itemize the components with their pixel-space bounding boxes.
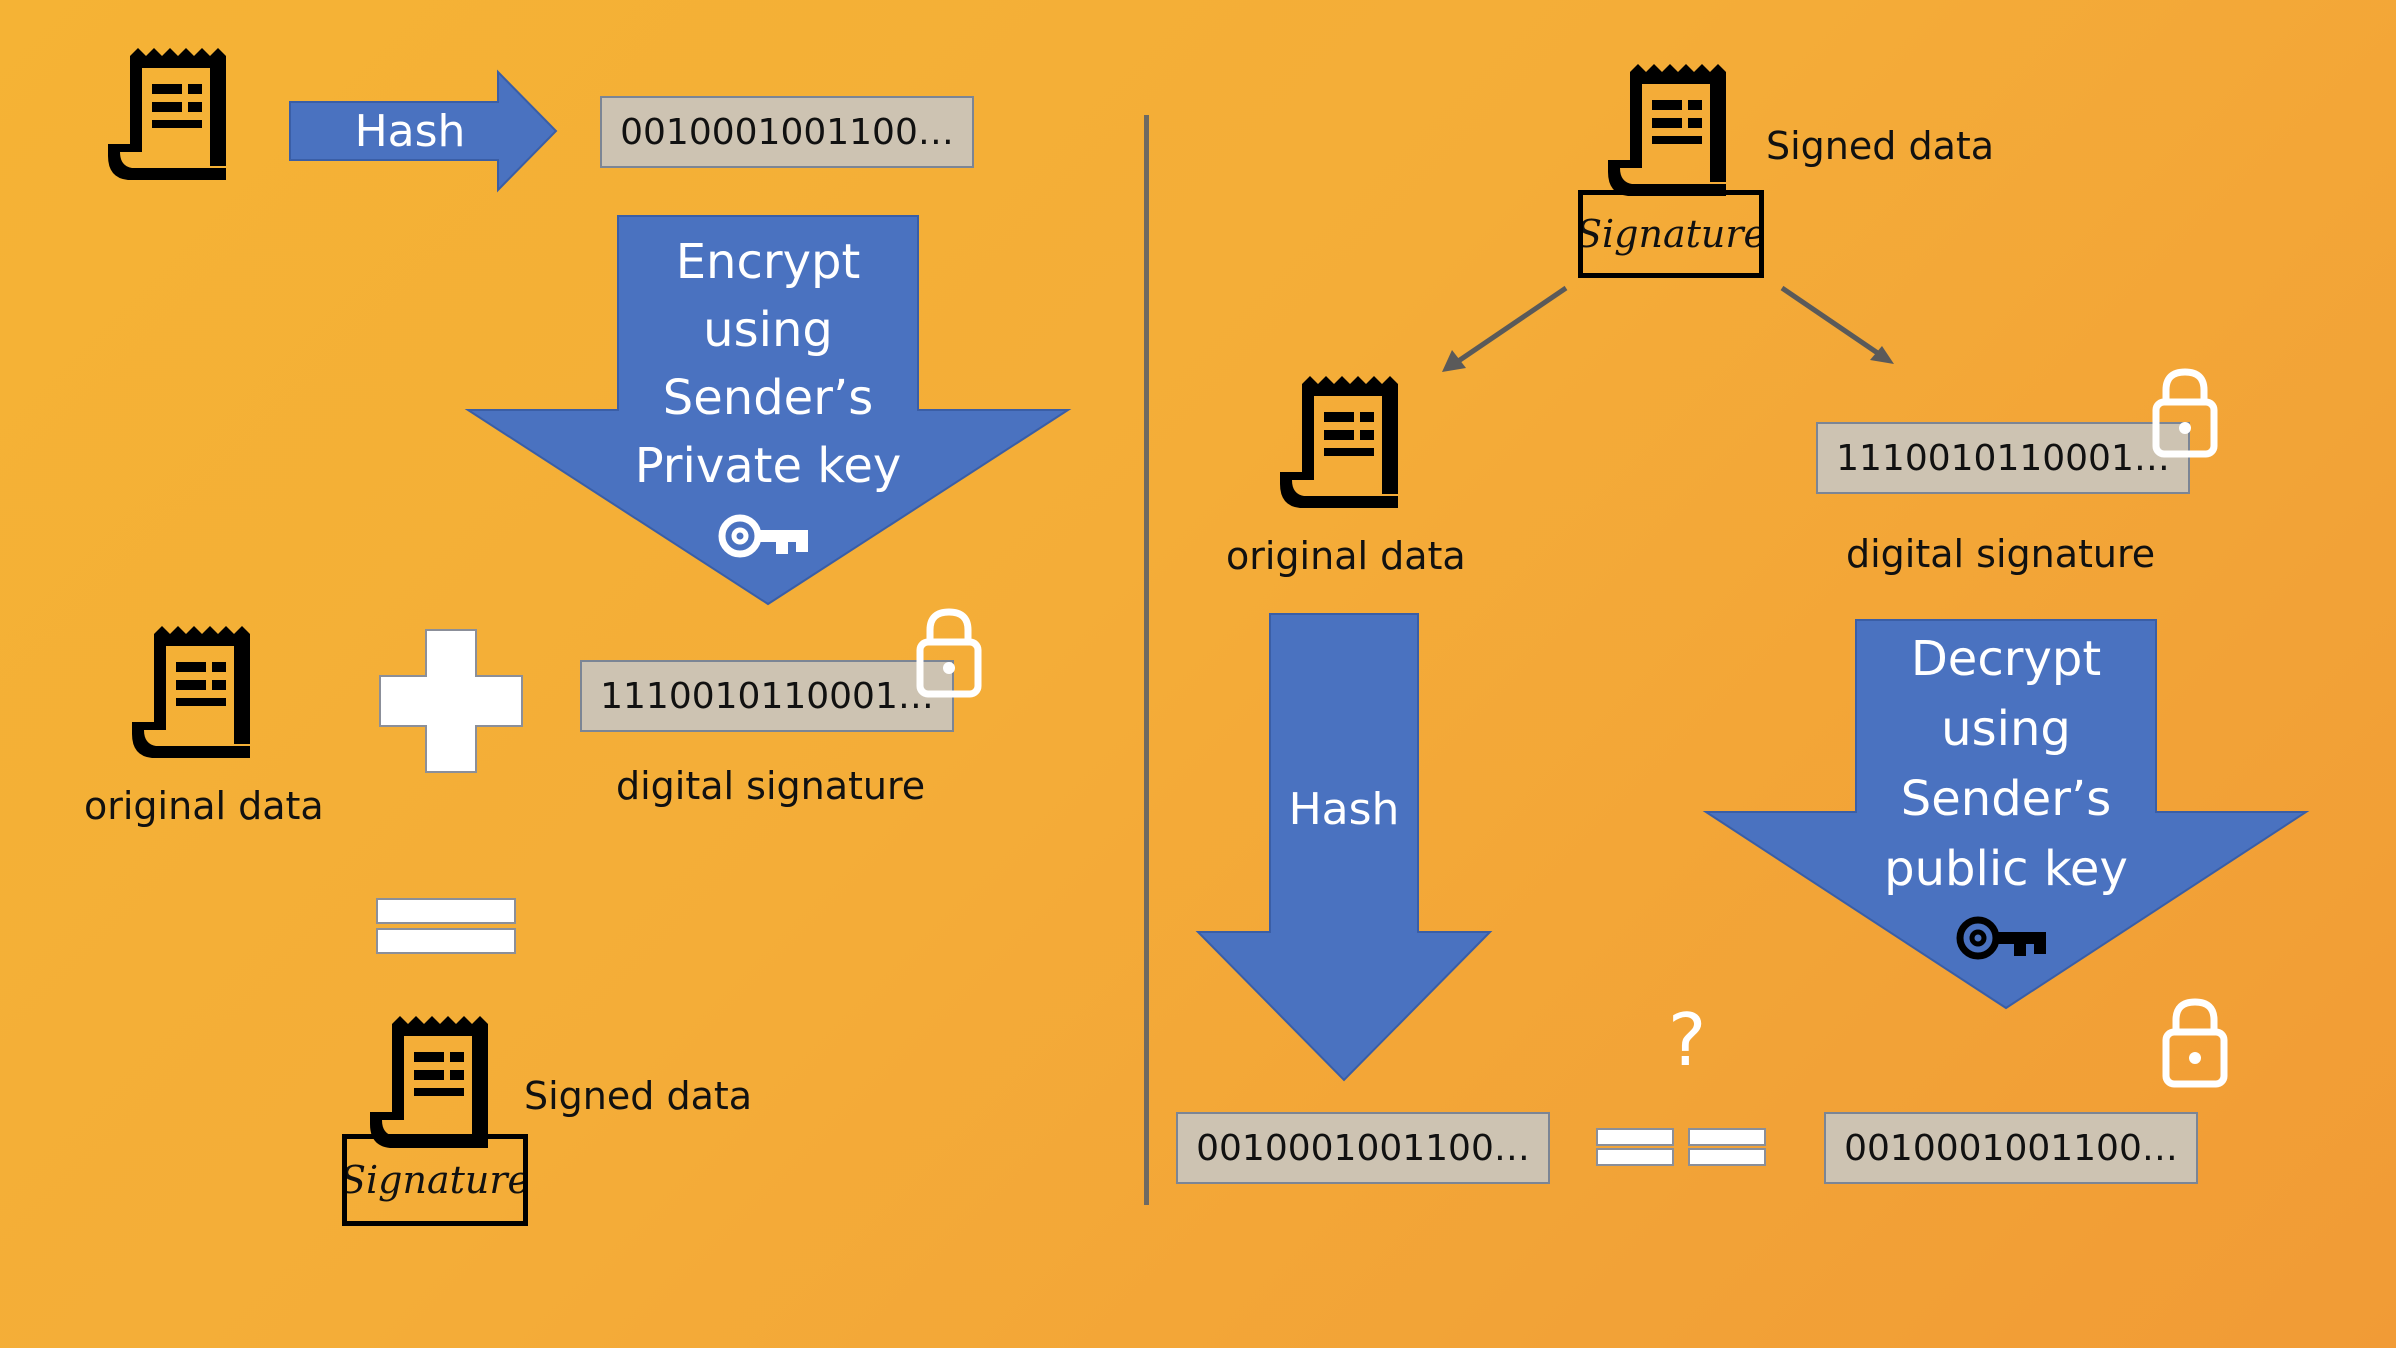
signature-stamp: Signature xyxy=(1578,190,1764,278)
hash-arrow-label: Hash xyxy=(354,106,466,157)
equals-bar-bottom xyxy=(376,928,516,954)
signature-value-box: 1110010110001… xyxy=(580,660,954,732)
signed-data-label: Signed data xyxy=(524,1074,753,1118)
document-icon xyxy=(108,48,226,180)
digital-signature-label: digital signature xyxy=(616,764,926,808)
original-data-label: original data xyxy=(1226,534,1466,578)
encrypt-line-2: using xyxy=(703,302,833,358)
encrypt-line-4: Private key xyxy=(634,438,902,494)
equals-bar-2-top xyxy=(1688,1128,1766,1146)
encrypt-arrow xyxy=(464,215,1072,606)
document-icon xyxy=(1608,64,1726,196)
decrypted-value-box: 0010001001100… xyxy=(1824,1112,2198,1184)
decrypt-line-4: public key xyxy=(1884,841,2128,897)
encrypt-line-3: Sender’s xyxy=(662,370,874,426)
encrypt-line-1: Encrypt xyxy=(675,234,861,290)
equals-bar-1-bottom xyxy=(1596,1148,1674,1166)
hash-value-box: 0010001001100… xyxy=(600,96,974,168)
decrypt-line-1: Decrypt xyxy=(1910,631,2102,687)
public-key-icon xyxy=(1956,916,2050,964)
divider xyxy=(1144,115,1149,1205)
encrypt-arrow-label: Encrypt using Sender’s Private key xyxy=(618,228,918,500)
hash-arrow xyxy=(289,69,558,193)
lock-icon xyxy=(918,610,980,696)
decrypt-line-3: Sender’s xyxy=(1900,771,2112,827)
branch-arrow-left xyxy=(1442,285,1568,372)
plus-icon xyxy=(379,629,523,773)
decrypt-line-2: using xyxy=(1941,701,2071,757)
signature-stamp: Signature xyxy=(342,1134,528,1226)
private-key-icon xyxy=(718,514,812,562)
hash-result-box: 0010001001100… xyxy=(1176,1112,1550,1184)
equals-bar-2-bottom xyxy=(1688,1148,1766,1166)
branch-arrow-right xyxy=(1780,285,1894,364)
hash-down-arrow-label: Hash xyxy=(1288,784,1400,835)
decrypt-arrow-label: Decrypt using Sender’s public key xyxy=(1856,624,2156,904)
decrypt-arrow xyxy=(1702,619,2310,1010)
lock-icon xyxy=(2154,370,2216,456)
equals-bar-top xyxy=(376,898,516,924)
equals-bar-1-top xyxy=(1596,1128,1674,1146)
hash-down-arrow xyxy=(1195,613,1493,1082)
question-mark: ? xyxy=(1668,998,1707,1082)
document-icon xyxy=(1280,376,1398,508)
lock-icon xyxy=(2164,1000,2226,1086)
signature-value-box: 1110010110001… xyxy=(1816,422,2190,494)
document-icon xyxy=(370,1016,488,1148)
digital-signature-label: digital signature xyxy=(1846,532,2156,576)
document-icon xyxy=(132,626,250,758)
signed-data-label: Signed data xyxy=(1766,124,1995,168)
original-data-label: original data xyxy=(84,784,324,828)
